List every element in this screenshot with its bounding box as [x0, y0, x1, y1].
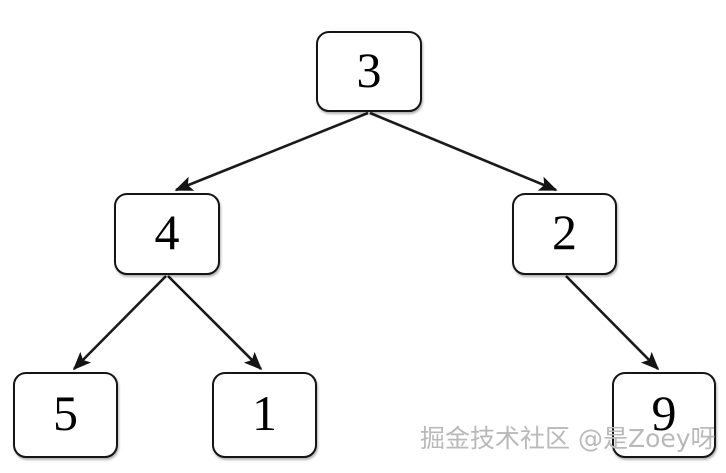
tree-node-root[interactable]: 3	[316, 31, 422, 112]
tree-node-label: 3	[356, 41, 382, 98]
tree-node-leaf-left[interactable]: 5	[13, 372, 118, 458]
tree-edge	[565, 275, 660, 371]
tree-node-label: 2	[552, 204, 577, 260]
tree-node-right-child[interactable]: 2	[512, 193, 617, 275]
tree-node-label: 5	[53, 385, 78, 441]
tree-node-left-child[interactable]: 4	[114, 193, 220, 275]
tree-edge	[369, 111, 558, 192]
tree-node-label: 4	[154, 204, 180, 260]
watermark-text: 掘金技术社区 @是Zoey呀	[420, 424, 716, 453]
tree-edge	[174, 111, 369, 192]
tree-node-leaf-right[interactable]: 9	[612, 372, 716, 458]
tree-node-label: 1	[252, 385, 277, 441]
tree-node-label: 9	[651, 385, 677, 441]
tree-edge	[167, 275, 263, 371]
tree-node-leaf-middle[interactable]: 1	[212, 372, 317, 458]
tree-edge	[72, 275, 167, 371]
